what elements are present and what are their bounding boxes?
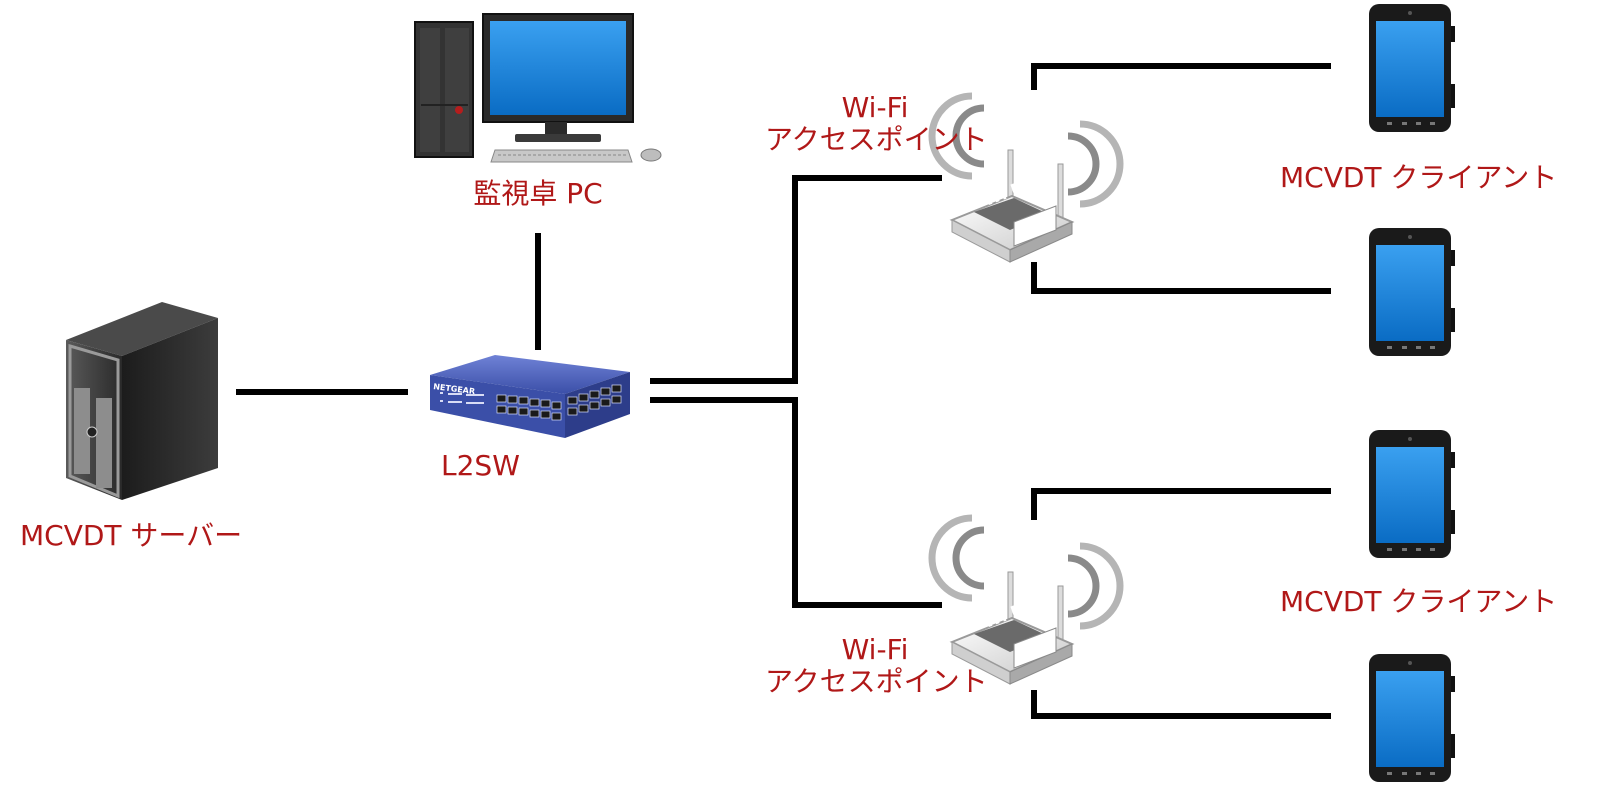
monitor-pc-label: 監視卓 PC <box>473 177 603 210</box>
tablet-icon <box>1369 228 1455 356</box>
client-group-bottom-label: MCVDT クライアント <box>1280 585 1558 618</box>
ap-top-label: Wi-Fi アクセスポイント <box>765 91 988 156</box>
connection-lines <box>236 63 1331 719</box>
link-ap-top-client-2 <box>1031 262 1331 294</box>
client-group-top-label: MCVDT クライアント <box>1280 161 1558 194</box>
link-ap-top-client-1 <box>1031 63 1331 90</box>
server-label: MCVDT サーバー <box>20 519 243 552</box>
tablet-icon <box>1369 430 1455 558</box>
tower-server-icon <box>66 302 218 500</box>
link-ap-bottom-client-4 <box>1031 690 1331 719</box>
ap-bottom-label-line1: Wi-Fi <box>841 633 909 666</box>
tablet-icon <box>1369 654 1455 782</box>
ap-bottom-label-line2: アクセスポイント <box>765 665 988 698</box>
tablet-icon <box>1369 4 1455 132</box>
switch-label: L2SW <box>441 449 520 482</box>
network-switch-icon: NETGEAR <box>430 355 630 438</box>
ap-bottom-label: Wi-Fi アクセスポイント <box>765 633 988 698</box>
ap-top-label-line2: アクセスポイント <box>765 123 988 156</box>
ap-top-label-line1: Wi-Fi <box>841 91 909 124</box>
link-switch-ap-bottom <box>650 397 942 608</box>
link-ap-bottom-client-3 <box>1031 488 1331 520</box>
link-switch-ap-top <box>650 175 942 384</box>
desktop-pc-icon <box>414 13 662 163</box>
